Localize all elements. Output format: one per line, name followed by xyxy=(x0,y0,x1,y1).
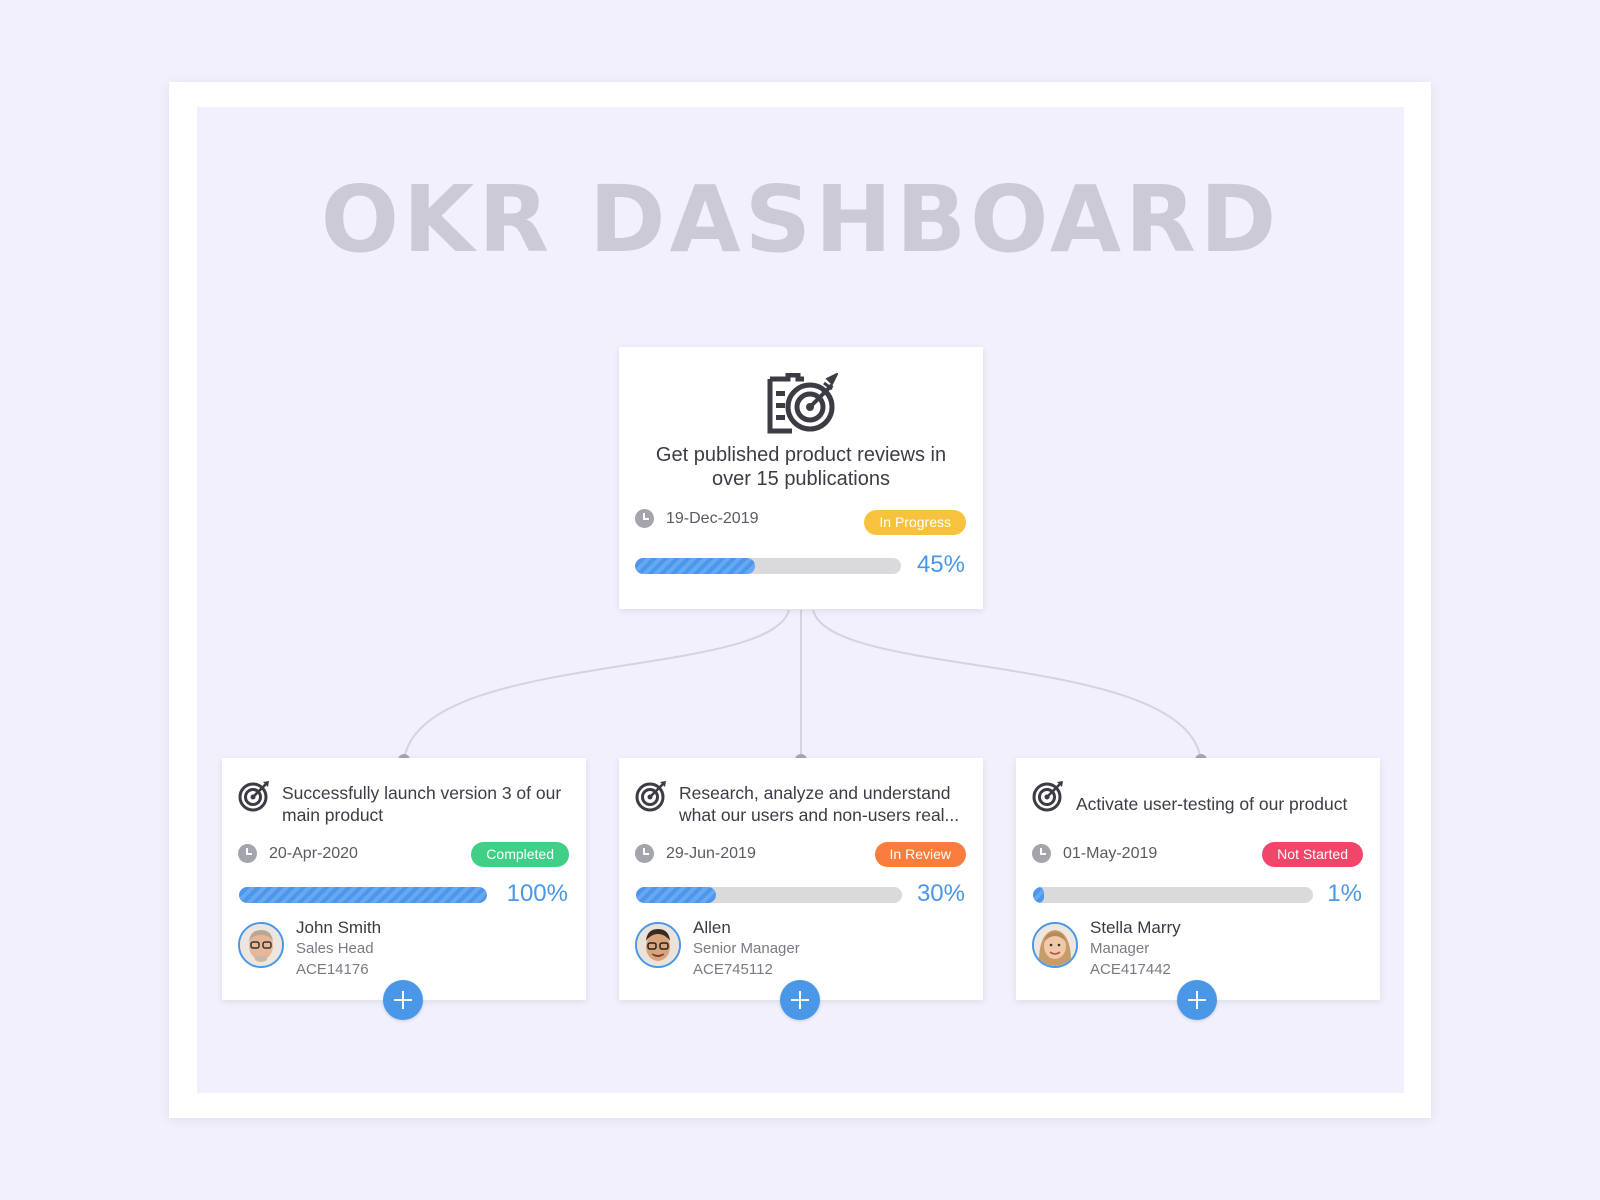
key-result-title: Successfully launch version 3 of our mai… xyxy=(282,783,562,825)
key-result-card[interactable]: Successfully launch version 3 of our mai… xyxy=(222,758,586,1020)
avatar xyxy=(635,922,681,968)
add-child-button[interactable] xyxy=(780,980,820,1020)
key-result-title: Activate user-testing of our product xyxy=(1076,794,1348,814)
owner-name: Allen xyxy=(693,918,731,937)
owner-info: John Smith Sales Head ACE14176 xyxy=(296,918,381,980)
progress-percent: 100% xyxy=(506,880,568,907)
status-badge: In Review xyxy=(874,842,966,867)
due-date: 29-Jun-2019 xyxy=(666,844,756,862)
due-date: 19-Dec-2019 xyxy=(666,509,759,527)
owner-role: Sales Head xyxy=(296,940,374,957)
progress-percent: 30% xyxy=(916,880,965,907)
owner-role: Manager xyxy=(1090,940,1150,957)
add-child-button[interactable] xyxy=(1177,980,1217,1020)
key-result-due: 29-Jun-2019 xyxy=(635,844,756,863)
status-badge: Completed xyxy=(471,842,569,867)
objective-card[interactable]: Get published product reviews in over 15… xyxy=(619,347,983,609)
avatar xyxy=(238,922,284,968)
clock-icon xyxy=(238,844,257,863)
progress-fill xyxy=(635,558,755,574)
connector-right xyxy=(812,609,1202,761)
progress-percent: 45% xyxy=(916,551,965,578)
key-result-due: 01-May-2019 xyxy=(1032,844,1157,863)
status-badge: Not Started xyxy=(1262,842,1363,867)
target-icon xyxy=(1032,781,1063,812)
key-result-due: 20-Apr-2020 xyxy=(238,844,358,863)
progress-bar xyxy=(1033,887,1313,903)
key-result-title: Research, analyze and understand what ou… xyxy=(679,783,960,825)
owner-role: Senior Manager xyxy=(693,940,800,957)
avatar xyxy=(1032,922,1078,968)
connector-left xyxy=(403,609,790,761)
progress-bar xyxy=(636,887,902,903)
owner-id: ACE417442 xyxy=(1090,961,1171,978)
owner-id: ACE745112 xyxy=(693,961,773,978)
owner-name: John Smith xyxy=(296,918,382,937)
status-badge: In Progress xyxy=(864,510,966,535)
clock-icon xyxy=(635,844,654,863)
objective-title: Get published product reviews in over 15… xyxy=(655,444,947,490)
progress-bar xyxy=(239,887,487,903)
progress-fill xyxy=(1033,887,1045,903)
due-date: 20-Apr-2020 xyxy=(269,844,358,862)
progress-fill xyxy=(239,887,487,903)
page-title: OKR DASHBOARD xyxy=(320,166,1281,273)
progress-bar xyxy=(635,558,901,574)
target-icon xyxy=(238,781,269,812)
due-date: 01-May-2019 xyxy=(1063,844,1158,862)
progress-fill xyxy=(636,887,716,903)
clock-icon xyxy=(635,509,654,528)
owner-info: Allen Senior Manager ACE745112 xyxy=(693,918,800,980)
add-child-button[interactable] xyxy=(383,980,423,1020)
objective-due: 19-Dec-2019 xyxy=(635,509,759,528)
owner-id: ACE14176 xyxy=(296,961,369,978)
owner-name: Stella Marry xyxy=(1090,918,1181,937)
target-icon xyxy=(635,781,666,812)
key-result-card[interactable]: Research, analyze and understand what ou… xyxy=(619,758,983,1020)
key-result-card[interactable]: Activate user-testing of our product 01-… xyxy=(1016,758,1380,1020)
progress-percent: 1% xyxy=(1327,880,1362,907)
owner-info: Stella Marry Manager ACE417442 xyxy=(1090,918,1181,980)
clock-icon xyxy=(1032,844,1051,863)
target-board-icon xyxy=(767,373,838,434)
